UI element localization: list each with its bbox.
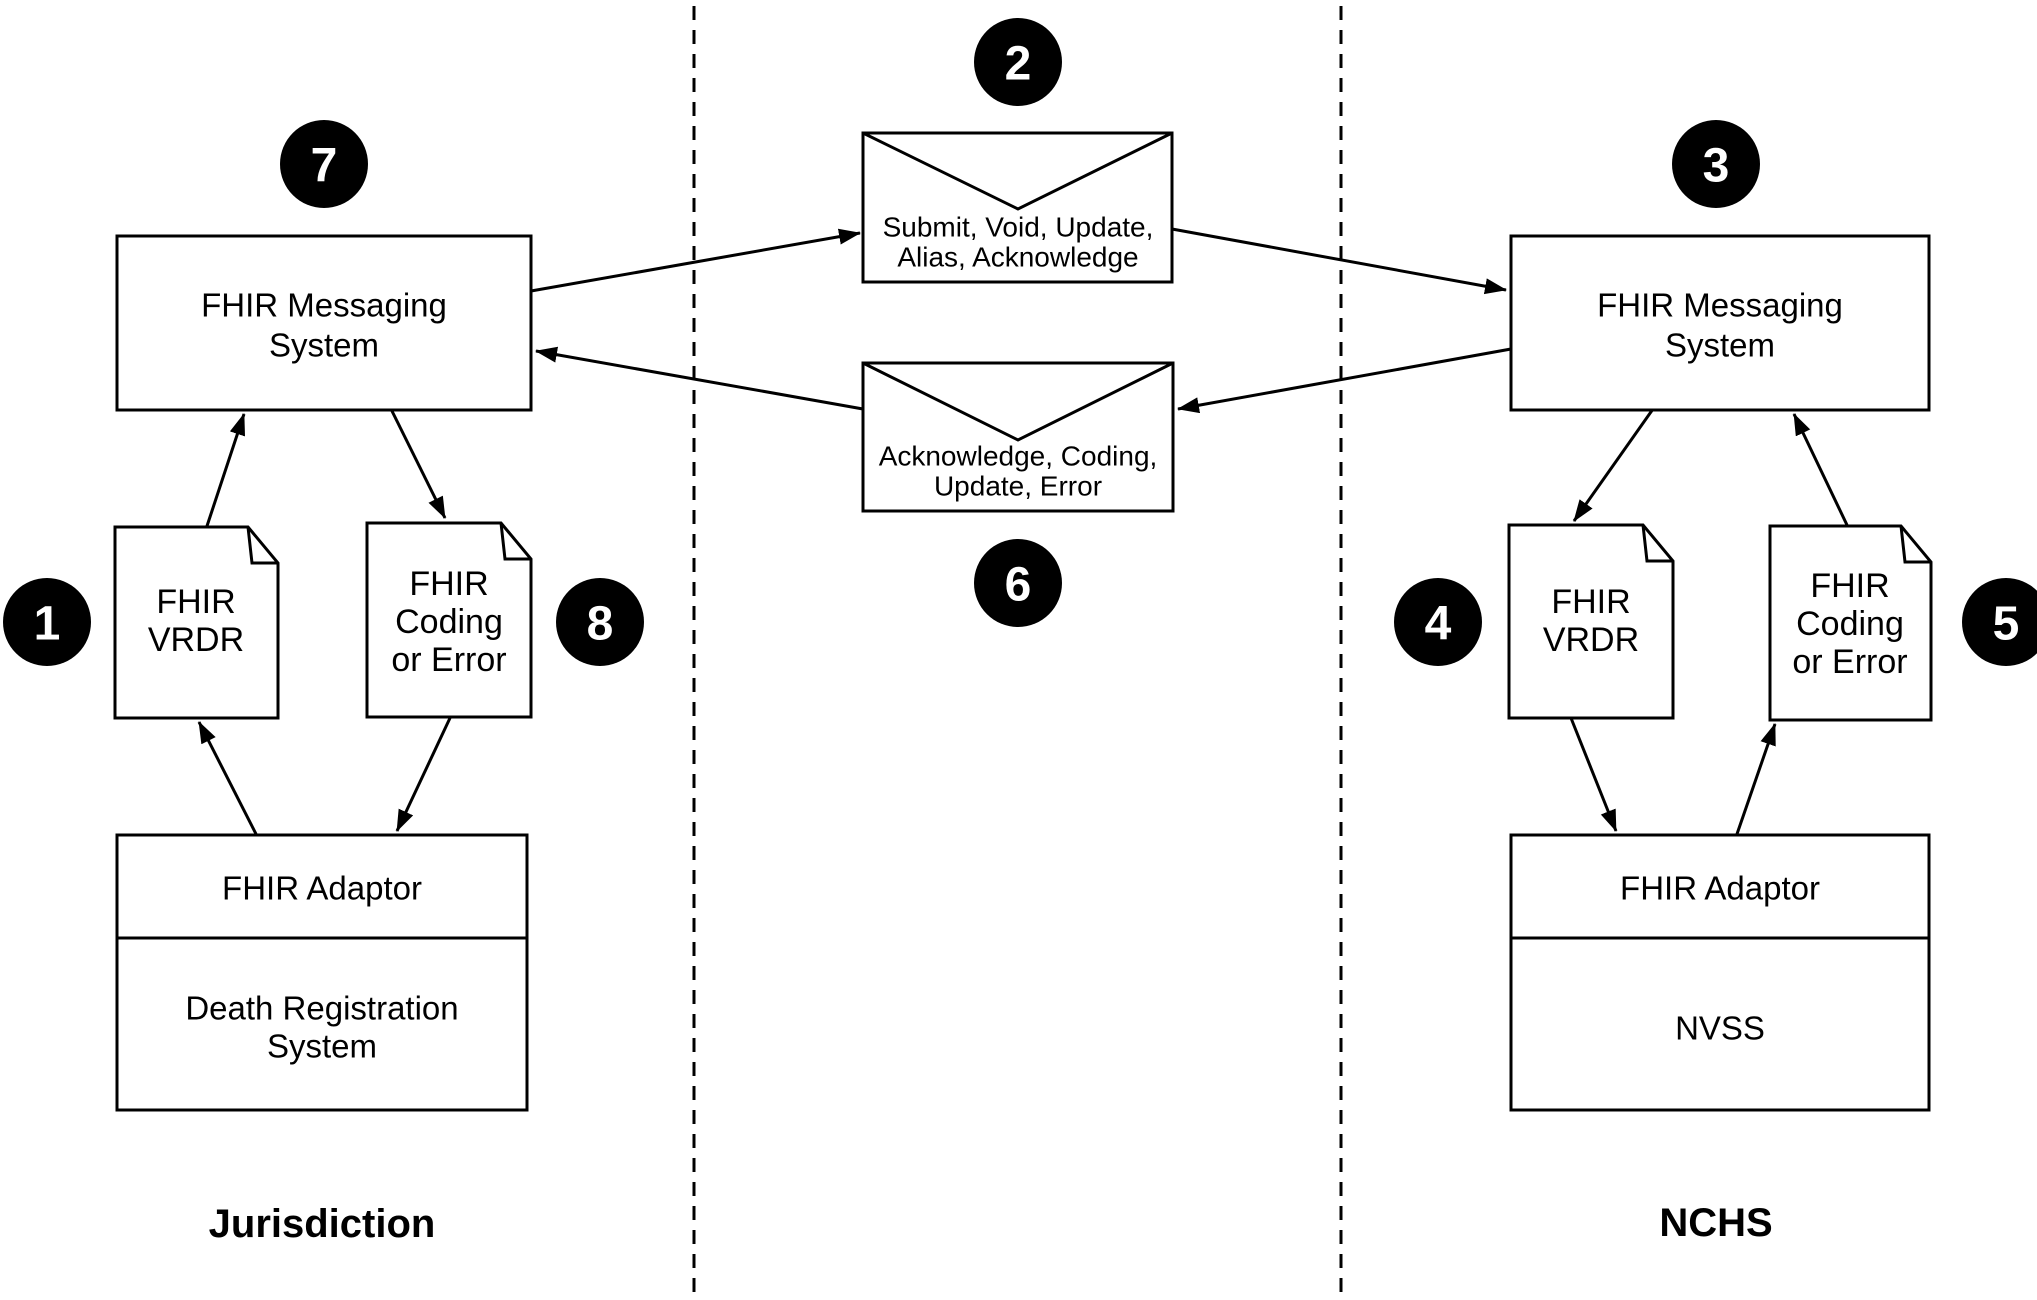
step-circle — [556, 578, 644, 666]
document-icon — [1507, 523, 1675, 720]
step-number: 8 — [587, 598, 614, 651]
step-circle — [1672, 120, 1760, 208]
doc-label-line2: Coding — [1796, 605, 1904, 643]
arrow-adaptor-to-coding-nchs — [1735, 723, 1777, 835]
envelope-label-line1: Acknowledge, Coding, — [879, 441, 1158, 472]
step-number: 5 — [1993, 598, 2020, 651]
arrow-adaptor-to-vrdr-jurisdiction — [197, 721, 258, 835]
step-number: 7 — [311, 140, 338, 193]
doc-label-line3: or Error — [391, 641, 506, 679]
doc-label-line1: FHIR — [1810, 567, 1889, 605]
box-label-line1: FHIR Messaging — [201, 287, 447, 324]
box-label-line2: System — [269, 327, 379, 364]
step-number: 6 — [1005, 559, 1032, 612]
arrow-jurisdiction-to-submit-envelope — [530, 228, 861, 293]
document-fold-icon — [1641, 524, 1673, 563]
step-number: 3 — [1703, 140, 1730, 193]
envelope-label-line1: Submit, Void, Update, — [883, 212, 1154, 243]
step-badge-4: 4 — [1394, 578, 1482, 666]
box-outline — [115, 833, 529, 1112]
fhir-coding-document-jurisdiction: FHIR Coding or Error — [365, 521, 533, 719]
document-icon — [1768, 524, 1933, 722]
step-badge-2: 2 — [974, 18, 1062, 106]
arrow-coding-to-messaging-nchs — [1792, 413, 1849, 526]
arrow-ack-envelope-to-jurisdiction — [535, 346, 864, 411]
step-number: 4 — [1425, 598, 1452, 651]
box-outline — [1509, 234, 1931, 412]
box-label-line2: System — [1665, 327, 1775, 364]
step-circle — [1394, 578, 1482, 666]
step-badge-1: 1 — [3, 578, 91, 666]
arrow-vrdr-to-messaging-jurisdiction — [205, 413, 246, 527]
adaptor-label: FHIR Adaptor — [222, 870, 422, 907]
fhir-coding-document-nchs: FHIR Coding or Error — [1768, 524, 1933, 722]
fhir-messaging-system-box-nchs: FHIR Messaging System — [1509, 234, 1931, 412]
step-badge-5: 5 — [1962, 578, 2037, 666]
step-badge-6: 6 — [974, 539, 1062, 627]
system-label-line2: System — [267, 1028, 377, 1065]
envelope-label-line2: Update, Error — [934, 471, 1102, 502]
system-label: NVSS — [1675, 1010, 1765, 1047]
envelope-label-line2: Alias, Acknowledge — [897, 242, 1138, 273]
region-label-nchs: NCHS — [1659, 1201, 1772, 1245]
arrow-messaging-to-vrdr-nchs — [1572, 408, 1655, 522]
step-circle — [3, 578, 91, 666]
doc-label-line2: VRDR — [1543, 621, 1639, 659]
submit-message-envelope: Submit, Void, Update, Alias, Acknowledge — [861, 131, 1174, 284]
region-label-jurisdiction: Jurisdiction — [209, 1202, 436, 1246]
step-badge-8: 8 — [556, 578, 644, 666]
document-icon — [113, 525, 280, 720]
step-circle — [974, 18, 1062, 106]
box-label-line1: FHIR Messaging — [1597, 287, 1843, 324]
envelope-flap-icon — [862, 131, 1173, 211]
doc-label-line3: or Error — [1792, 643, 1907, 681]
arrow-messaging-to-coding-jurisdiction — [389, 408, 447, 519]
adaptor-stack-nchs: FHIR Adaptor NVSS — [1509, 833, 1931, 1112]
acknowledge-message-envelope: Acknowledge, Coding, Update, Error — [861, 361, 1175, 513]
arrow-coding-to-adaptor-jurisdiction — [395, 717, 452, 832]
adaptor-label: FHIR Adaptor — [1620, 870, 1820, 907]
step-badge-7: 7 — [280, 120, 368, 208]
adaptor-stack-jurisdiction: FHIR Adaptor Death Registration System — [115, 833, 529, 1112]
step-circle — [280, 120, 368, 208]
system-label-line1: Death Registration — [185, 990, 458, 1027]
step-number: 2 — [1005, 38, 1032, 91]
document-fold-icon — [499, 522, 531, 561]
step-circle — [974, 539, 1062, 627]
fhir-vrdr-document-nchs: FHIR VRDR — [1507, 523, 1675, 720]
doc-label-line1: FHIR — [156, 583, 235, 621]
box-outline — [115, 234, 533, 412]
doc-label-line2: Coding — [395, 603, 503, 641]
doc-label-line1: FHIR — [1551, 583, 1630, 621]
doc-label-line2: VRDR — [148, 621, 244, 659]
envelope-flap-icon — [862, 361, 1174, 442]
step-number: 1 — [34, 598, 61, 651]
document-icon — [365, 521, 533, 719]
arrow-vrdr-to-adaptor-nchs — [1569, 717, 1618, 832]
doc-label-line1: FHIR — [409, 565, 488, 603]
fhir-vrdr-document-jurisdiction: FHIR VRDR — [113, 525, 280, 720]
fhir-messaging-system-box-jurisdiction: FHIR Messaging System — [115, 234, 533, 412]
step-badge-3: 3 — [1672, 120, 1760, 208]
arrow-nchs-to-ack-envelope — [1177, 347, 1512, 414]
step-circle — [1962, 578, 2037, 666]
document-fold-icon — [246, 526, 278, 565]
document-fold-icon — [1899, 525, 1931, 564]
box-outline — [1509, 833, 1931, 1112]
arrow-submit-envelope-to-nchs — [1171, 227, 1507, 295]
